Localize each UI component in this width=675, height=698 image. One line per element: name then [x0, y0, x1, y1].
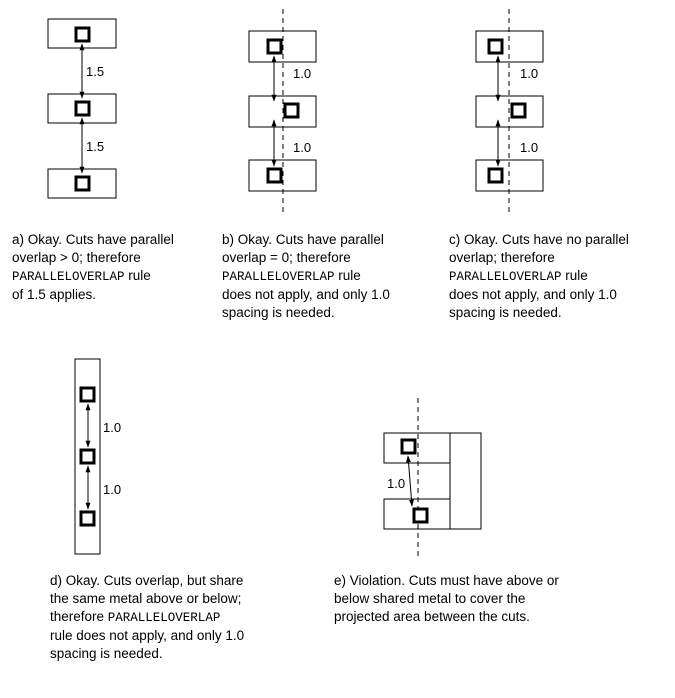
panel-a-drawing: 1.5 1.5 [47, 18, 117, 199]
spacing-label: 1.0 [103, 420, 121, 435]
caption-line: therefore PARALLELOVERLAP [50, 608, 244, 627]
metal-rect [248, 30, 317, 63]
caption-line: d) Okay. Cuts overlap, but share [50, 573, 244, 588]
rule-name: PARALLELOVERLAP [222, 270, 335, 284]
caption-text: therefore [50, 609, 108, 624]
caption-line: does not apply, and only 1.0 [449, 287, 617, 302]
caption-text: rule [334, 268, 361, 283]
spacing-label: 1.0 [520, 140, 538, 155]
metal-rect [475, 159, 544, 192]
cut-square-icon [266, 167, 283, 184]
spacing-label: 1.5 [86, 139, 104, 154]
caption-line: a) Okay. Cuts have parallel [12, 232, 174, 247]
caption-line: PARALLELOVERLAP rule [222, 267, 390, 286]
caption-line: PARALLELOVERLAP rule [12, 267, 174, 286]
cut-square-icon [266, 38, 283, 55]
caption-line: projected area between the cuts. [334, 609, 530, 624]
caption-line: b) Okay. Cuts have parallel [222, 232, 384, 247]
cut-square-icon [74, 100, 91, 117]
metal-rect [475, 30, 544, 63]
caption-line: of 1.5 applies. [12, 287, 97, 302]
caption-line: overlap = 0; therefore [222, 250, 351, 265]
shared-metal-rect [74, 358, 101, 555]
caption-line: overlap; therefore [449, 250, 555, 265]
caption-a: a) Okay. Cuts have parallel overlap > 0;… [12, 231, 174, 304]
cut-square-icon [412, 507, 429, 524]
caption-line: PARALLELOVERLAP rule [449, 267, 629, 286]
spacing-label: 1.0 [293, 140, 311, 155]
caption-c: c) Okay. Cuts have no parallel overlap; … [449, 231, 629, 322]
panel-b-drawing: 1.0 1.0 [248, 9, 317, 212]
caption-text: rule [561, 268, 588, 283]
cut-square-icon [487, 38, 504, 55]
caption-line: below shared metal to cover the [334, 591, 526, 606]
panel-e-drawing: 1.0 [383, 398, 482, 558]
spacing-arrow-icon [406, 455, 414, 507]
caption-line: spacing is needed. [222, 305, 335, 320]
panel-d-drawing: 1.0 1.0 [74, 358, 121, 555]
caption-line: c) Okay. Cuts have no parallel [449, 232, 629, 247]
cut-square-icon [487, 167, 504, 184]
metal-rect [248, 95, 317, 128]
rule-name: PARALLELOVERLAP [107, 611, 221, 625]
caption-text: rule [124, 268, 151, 283]
metal-rect [475, 95, 544, 128]
caption-line: e) Violation. Cuts must have above or [334, 573, 559, 588]
caption-line: does not apply, and only 1.0 [222, 287, 390, 302]
spacing-label: 1.0 [387, 476, 405, 491]
side-metal-rect [449, 432, 482, 530]
spacing-label: 1.0 [293, 66, 311, 81]
panel-c-drawing: 1.0 1.0 [475, 9, 544, 212]
caption-d: d) Okay. Cuts overlap, but share the sam… [50, 572, 244, 663]
cut-square-icon [79, 386, 96, 403]
metal-rect [248, 159, 317, 192]
rule-name: PARALLELOVERLAP [12, 270, 125, 284]
cut-square-icon [79, 510, 96, 527]
caption-e: e) Violation. Cuts must have above or be… [334, 572, 559, 626]
cut-square-icon [283, 102, 300, 119]
rule-name: PARALLELOVERLAP [449, 270, 562, 284]
spacing-label: 1.5 [86, 64, 104, 79]
cut-square-icon [79, 448, 96, 465]
caption-line: spacing is needed. [50, 646, 163, 661]
caption-line: overlap > 0; therefore [12, 250, 141, 265]
cut-square-icon [74, 26, 91, 43]
cut-square-icon [510, 102, 527, 119]
cut-square-icon [400, 438, 417, 455]
spacing-label: 1.0 [103, 482, 121, 497]
cut-square-icon [74, 175, 91, 192]
caption-line: rule does not apply, and only 1.0 [50, 628, 245, 643]
spacing-label: 1.0 [520, 66, 538, 81]
caption-b: b) Okay. Cuts have parallel overlap = 0;… [222, 231, 390, 322]
metal-rect [383, 432, 451, 464]
caption-line: spacing is needed. [449, 305, 562, 320]
caption-line: the same metal above or below; [50, 591, 242, 606]
